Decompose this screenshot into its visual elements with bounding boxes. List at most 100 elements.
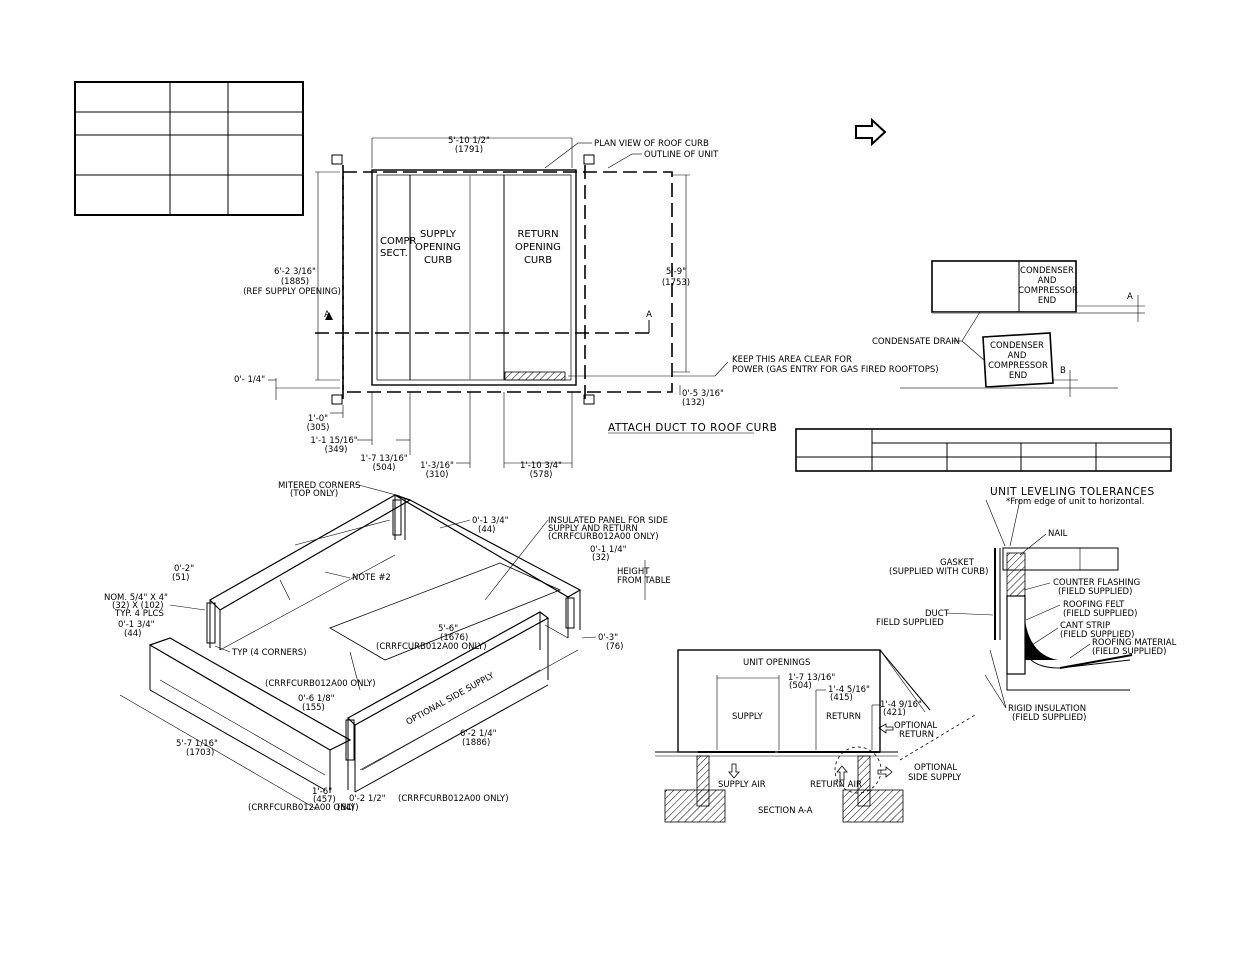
right-arrow-outline-icon xyxy=(855,117,887,147)
d-0212-mm: (64) xyxy=(337,803,354,813)
d-5716: 5'-7 1/16" xyxy=(176,739,218,749)
d-6214: 6'-2 1/4" xyxy=(460,729,497,739)
compr-label-1: COMPR xyxy=(380,236,417,247)
keep-clear-2: POWER (GAS ENTRY FOR GAS FIRED ROOFTOPS) xyxy=(732,365,939,375)
d-114-mm: (32) xyxy=(592,553,609,563)
sect-supply: SUPPLY xyxy=(732,712,763,722)
nom-3: TYP. 4 PLCS xyxy=(114,609,164,619)
typ-corners: TYP (4 CORNERS) xyxy=(231,648,307,658)
duct-2: FIELD SUPPLIED xyxy=(876,618,944,628)
supply-label-1: SUPPLY xyxy=(420,229,457,240)
d-3: 0'-3" xyxy=(598,633,618,643)
dim-b1: 1'-0" xyxy=(308,414,328,424)
condenser-bot-4: END xyxy=(1009,371,1028,381)
d-56-mm: (1676) xyxy=(440,633,468,643)
plan-right-dim: 5'-9" xyxy=(666,267,686,277)
dim-b3-mm: (504) xyxy=(373,463,396,473)
section-mark-left: A xyxy=(324,310,330,320)
insulated-1: INSULATED PANEL FOR SIDE xyxy=(548,516,668,526)
material-2: (FIELD SUPPLIED) xyxy=(1092,647,1166,657)
d-5716-mm: (1703) xyxy=(186,748,214,758)
d-134-mm: (44) xyxy=(478,525,495,535)
felt-1: ROOFING FELT xyxy=(1063,600,1125,610)
flashing-detail: NAIL GASKET (SUPPLIED WITH CURB) COUNTER… xyxy=(876,499,1177,723)
d-2: 0'-2" xyxy=(174,564,194,574)
cant-1: CANT STRIP xyxy=(1060,621,1110,631)
d-16: 1'-6" xyxy=(312,787,332,797)
sect-d1-mm: (504) xyxy=(789,681,812,691)
d-2-mm: (51) xyxy=(172,573,189,583)
dim-b2: 1'-1 15/16" xyxy=(310,436,357,446)
gasket-2: (SUPPLIED WITH CURB) xyxy=(889,567,988,577)
counter-2: (FIELD SUPPLIED) xyxy=(1058,587,1132,597)
dim-b4: 1'-3/16" xyxy=(420,461,454,471)
d-618: 0'-6 1/8" xyxy=(298,694,335,704)
supply-label-3: CURB xyxy=(424,255,452,266)
supply-air: SUPPLY AIR xyxy=(718,780,766,790)
opt-return-2: RETURN xyxy=(899,730,934,740)
return-label-3: CURB xyxy=(524,255,552,266)
d-134: 0'-1 3/4" xyxy=(472,516,509,526)
plan-top-dim-mm: (1791) xyxy=(455,145,483,155)
d-618-mm: (155) xyxy=(302,703,325,713)
condensate-drain: CONDENSATE DRAIN xyxy=(872,337,960,347)
d-3-mm: (76) xyxy=(606,642,623,652)
condenser-bot-3: COMPRESSOR xyxy=(988,361,1048,371)
rigid-2: (FIELD SUPPLIED) xyxy=(1012,713,1086,723)
condenser-top-4: END xyxy=(1038,296,1057,306)
section-title: SECTION A-A xyxy=(758,806,813,816)
insulated-3: (CRRFCURB012A00 ONLY) xyxy=(548,532,659,542)
crrf-2: (CRRFCURB012A00 ONLY) xyxy=(265,679,376,689)
supply-air-arrow-icon xyxy=(728,763,740,779)
mitered-1: MITERED CORNERS xyxy=(278,481,361,491)
dim-b5-mm: (578) xyxy=(530,470,553,480)
felt-2: (FIELD SUPPLIED) xyxy=(1063,609,1137,619)
d-0212: 0'-2 1/2" xyxy=(349,794,386,804)
opt-side-1: OPTIONAL xyxy=(914,763,957,773)
return-air-arrow-icon xyxy=(836,765,848,781)
crrf-4: (CRRFCURB012A00 ONLY) xyxy=(398,794,509,804)
plan-view: A A COMPR SECT. SUPPLY OPENING CURB RETU… xyxy=(234,136,939,480)
height-2: FROM TABLE xyxy=(617,576,671,586)
section-mark-right: A xyxy=(646,310,652,320)
condenser-top-1: CONDENSER xyxy=(1020,266,1074,276)
sect-d2-mm: (415) xyxy=(830,693,853,703)
crrf-1: (CRRFCURB012A00 ONLY) xyxy=(376,642,487,652)
plan-left-dim-mm: (1885) xyxy=(281,277,309,287)
cant-2: (FIELD SUPPLIED) xyxy=(1060,630,1134,640)
d-6214-mm: (1886) xyxy=(462,738,490,748)
insulated-2: SUPPLY AND RETURN xyxy=(548,524,638,534)
dim-b2-mm: (349) xyxy=(325,445,348,455)
height-1: HEIGHT xyxy=(617,567,650,577)
leveling-diagram: CONDENSER AND COMPRESSOR END A CONDENSER… xyxy=(872,260,1145,397)
rigid-1: RIGID INSULATION xyxy=(1008,704,1086,714)
mitered-2: (TOP ONLY) xyxy=(290,489,338,499)
sect-return: RETURN xyxy=(826,712,861,722)
dim-r1-mm: (132) xyxy=(682,398,705,408)
section-a-a: UNIT OPENINGS 1'-7 13/16" (504) 1'-4 5/1… xyxy=(655,649,976,823)
sect-d3-mm: (421) xyxy=(883,708,906,718)
duct-1: DUCT xyxy=(925,609,950,619)
nom-2: (32) X (102) xyxy=(112,601,164,611)
dim-quarter: 0'- 1/4" xyxy=(234,375,265,385)
leveling-note: *From edge of unit to horizontal. xyxy=(1006,497,1144,507)
optional-return-arrow-icon xyxy=(878,723,894,734)
d-134b-mm: (44) xyxy=(124,629,141,639)
nom-1: NOM. 5/4" X 4" xyxy=(104,593,168,603)
dim-b5: 1'-10 3/4" xyxy=(520,461,562,471)
tolerance-table: UNIT LEVELING TOLERANCES *From edge of u… xyxy=(795,428,1172,507)
attach-duct-label: ATTACH DUCT TO ROOF CURB xyxy=(608,422,777,434)
dim-b1-mm: (305) xyxy=(307,423,330,433)
counter-1: COUNTER FLASHING xyxy=(1053,578,1140,588)
return-label-2: OPENING xyxy=(515,242,561,253)
condenser-top-2: AND xyxy=(1038,276,1057,286)
gasket-1: GASKET xyxy=(940,558,975,568)
isometric-curb: MITERED CORNERS (TOP ONLY) 0'-1 3/4" (44… xyxy=(104,481,671,813)
condenser-top-3: COMPRESSOR xyxy=(1018,286,1078,296)
nail: NAIL xyxy=(1048,529,1068,539)
opt-return-1: OPTIONAL xyxy=(894,721,937,731)
plan-right-dim-mm: (1753) xyxy=(662,278,690,288)
plan-top-dim: 5'-10 1/2" xyxy=(448,136,490,146)
